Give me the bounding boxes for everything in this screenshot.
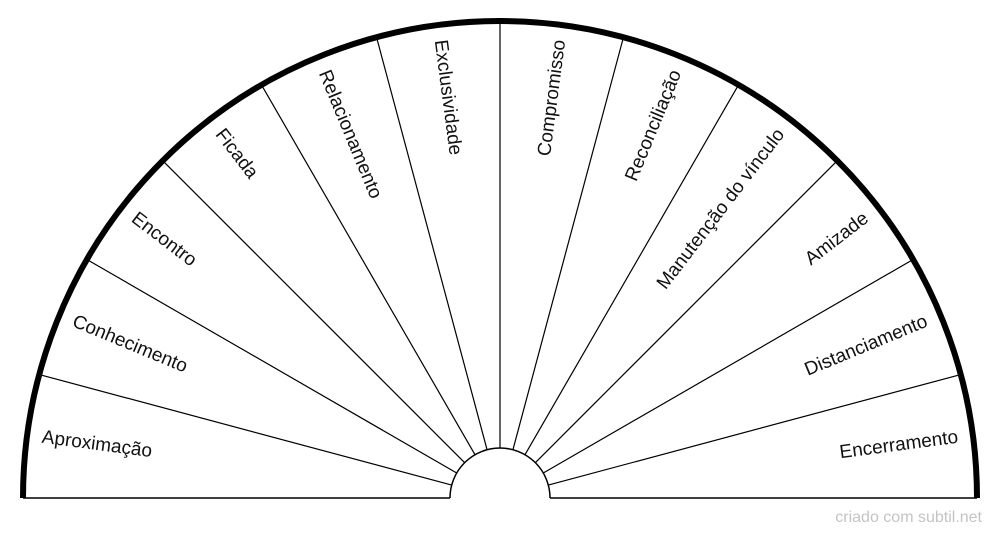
segment-label: Exclusividade	[430, 39, 466, 157]
segment-label: Relacionamento	[314, 67, 386, 202]
segment-divider	[375, 37, 488, 450]
segment-dividers	[39, 21, 961, 486]
segment-label: Conhecimento	[69, 311, 190, 377]
segment-divider	[512, 37, 625, 450]
segment-divider	[542, 258, 914, 474]
segment-label: Amizade	[801, 208, 872, 270]
segment-divider	[524, 84, 740, 456]
segment-label: Ficada	[211, 125, 263, 183]
segment-divider	[548, 373, 961, 486]
segment-label: Compromisso	[534, 39, 570, 158]
segment-label: Encontro	[127, 208, 200, 271]
segment-label: Distanciamento	[802, 311, 931, 381]
segment-divider	[534, 160, 838, 464]
credit-text: criado com subtil.net	[835, 509, 982, 526]
segment-divider	[260, 84, 476, 456]
segment-divider	[86, 258, 458, 474]
segment-divider	[39, 373, 452, 486]
segment-label: Aproximação	[41, 427, 154, 462]
inner-arc	[449, 447, 551, 499]
segment-label: Encerramento	[838, 427, 959, 463]
segment-label: Manutenção do vínculo	[653, 125, 789, 294]
outer-arc	[20, 18, 980, 499]
segment-divider	[162, 160, 466, 464]
segment-label: Reconciliação	[621, 67, 686, 184]
